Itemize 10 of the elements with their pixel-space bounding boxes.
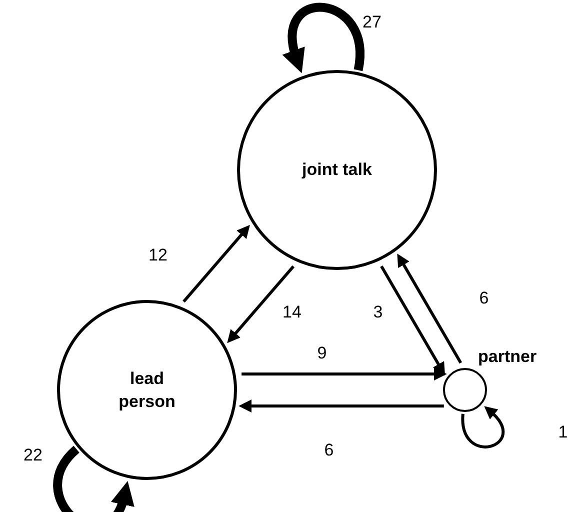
arrow bbox=[182, 224, 250, 303]
arrow bbox=[227, 265, 295, 344]
arrow bbox=[461, 405, 504, 448]
node-label: lead person bbox=[118, 368, 176, 413]
arrow bbox=[53, 446, 133, 512]
arrow bbox=[238, 400, 444, 412]
arrow bbox=[397, 254, 462, 364]
arrow bbox=[242, 368, 447, 380]
node-label: partner bbox=[478, 346, 537, 368]
node-label: joint talk bbox=[300, 159, 373, 182]
